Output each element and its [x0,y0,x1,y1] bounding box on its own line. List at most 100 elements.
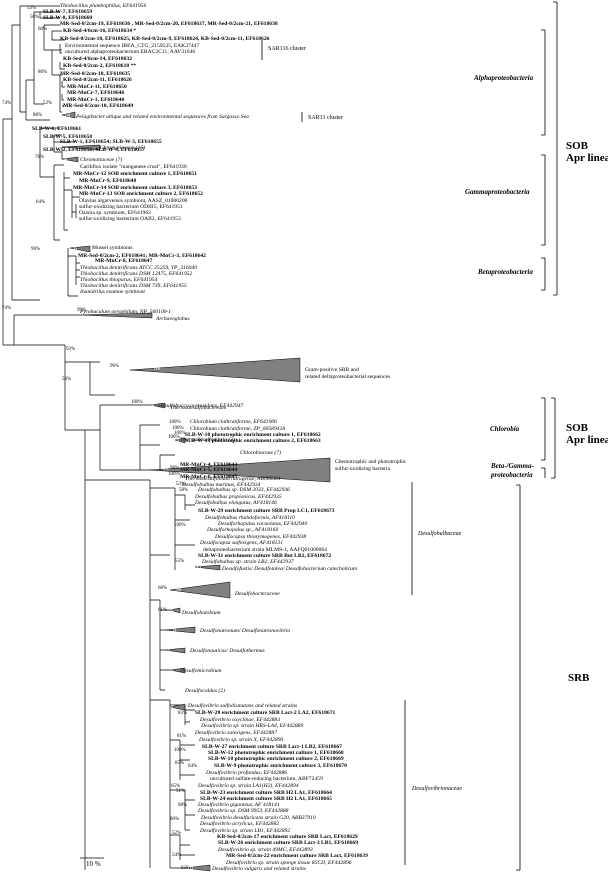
tip-label: SLB-W-6, EF618661 [32,126,82,132]
tip-label: MR-Sed-0/2cm-10, EF618649 [63,103,134,109]
tip-label: Chlorobiaceae (7) [240,450,281,456]
collapsed-count: 4 [64,157,67,163]
tip-label: KB-Sed-4/6cm-16, EF618634 * [63,28,137,34]
bootstrap-value: 56% [62,377,72,382]
tip-label: KB-Sed-0/2cm-2, EF618618 ** [63,63,137,69]
bootstrap-value: 80% [170,817,180,822]
bootstrap-value: 88% [33,113,43,118]
sar11-label: SAR11 cluster [308,115,343,121]
tip-label: Thiobacillus denitrificans ATCC 25259, Y… [80,265,198,271]
tip-label: SLB-W-28 enrichment culture SRB Lact-2 L… [195,710,336,716]
tip-label: Desulfovibrio sp. strain X, EF442890 [199,737,284,743]
tip-label: SLB-W-13 phototrophic enrichment culture… [185,438,321,444]
tip-label: SLB-W-9 phototrophic enrichment culture … [214,763,347,769]
bootstrap-value: 98% [170,466,180,471]
tip-label: KB-Sed-0/2cm-11, EF618626 [63,77,132,83]
tip-label: Desulfobulbus sp. DSM 2033, EF442936 [198,487,290,493]
tip-label: Desulfonauticus/ Desulfothermus [190,648,265,654]
collapsed-count: 6 [74,246,77,252]
bootstrap-value: 58% [179,488,189,493]
tip-label: SLB-W-10 phototrophic enrichment culture… [185,432,321,438]
tip-label: Thiobacillus thioparus, EF641954 [80,277,158,283]
tip-label: Desulforhopalus sp., AF418160 [207,527,279,533]
beta-label: Betaproteobacteria [478,268,533,276]
tip-label: MR-MnCr-7, EF618646 [67,90,125,96]
tip-label: Desulfovibrio profundus, EF442886 [206,770,288,776]
tip-label: Desulfonatronum/ Desulfonatronovibrio [200,628,291,634]
clade-thermodesulfobacterium [149,402,166,409]
betagamma-label-2: proteobacteria [491,471,533,479]
tip-label: SLB-W-7, EF618659 [43,9,93,15]
tip-label: Pelagibacter ubique and related environm… [76,114,249,120]
tip-label: Environmental sequence IBEA_CTG_2159535,… [65,43,200,49]
tip-label: Desulfovibrio giganteus, AF 418141 [198,802,280,808]
tip-label: Thermodesulfobium narugense, AB080361 [185,476,281,482]
tip-label: MR-MnCr-4, EF618643 [180,462,238,468]
tip-label: Desulfocaldus (2) [185,688,225,694]
bootstrap-value: 100% [174,431,186,436]
bootstrap-value: 50% [30,15,40,20]
clade-desulfomicrobium [169,667,186,674]
clade-desulfofustis [194,564,221,571]
tip-label: Thiobacillus plumbophilus, EF641956 [60,3,147,9]
chlorobia-label: Chlorobia [490,425,520,433]
tip-label: Desulfovibrio sp. strain 49MC, EF442893 [218,847,313,853]
tip-label: Desulfobulbus sp. strain LB2, EF442937 [202,559,294,565]
bootstrap-value: 80% [38,70,48,75]
bootstrap-value: 65% [171,784,181,789]
tip-label: SLB-W-18 phototrophic enrichment culture… [208,756,344,762]
bootstrap-value: 63% [181,866,191,871]
tip-label: Desulfobacca acetoxidans, EF442947 [158,403,244,409]
tip-label: MR-MnCr-13 SOB enrichment culture 2, EF6… [79,191,203,197]
sob1-line2: Apr lineage I [566,152,608,164]
gamma-label: Gammaproteobacteria [465,188,530,196]
tip-label: Caribflux isolate "manganese crust", EF6… [80,164,187,170]
bracket-alpha [541,29,546,136]
tip-label: Desulfohalobium [182,610,221,616]
collapsed-count: 4 [170,705,173,711]
bootstrap-value: 100% [131,400,143,405]
tip-label: Chlorobium clathratiforme, EF641906 [190,419,277,425]
tip-label: SLB-W-26 enrichment culture SRB Lact-3 L… [218,840,358,846]
bootstrap-value: 55% [175,559,185,564]
tip-label: Thermodesulfovibrio (3) [180,437,235,443]
clade-desulfobacteraceae [169,581,231,599]
tip-label: Desulfobulbus marinus, EF442934 [182,482,261,488]
tip-label: Desulfovibrio sp. DSM 9953, EF442888 [198,808,289,814]
sob2-line2: Apr lineage II [566,434,608,446]
tip-label: Desulfovibrio sp. strain HRS-LA4, EF4428… [201,723,304,729]
tip-label: MR-MnCr-8, EF618647 [95,258,153,264]
desulfovibrionaceae-label: Desulfovibrionaceae [412,786,462,792]
tip-label: Gram-positive SRB and [305,367,359,373]
tip-label: Desulfobulbus rhabdoformis, AF418110 [205,515,295,521]
bootstrap-value: 96% [31,247,41,252]
bootstrap-value: 52% [43,101,53,106]
tip-label: Chromatiaceae (15) [100,145,145,151]
tip-label: sulfur-oxidizing bacterium OAII2, EF6419… [79,216,181,222]
tip-label: MR-Sed-0/2cm-19, EF618636 , MR-Sed-0/2cm… [60,21,278,27]
tip-label: Desulfocapsa thiozymogenes, EF442938 [215,534,307,540]
collapsed-count: 3 [170,608,173,614]
clade-desulfonatronum [164,626,196,634]
tip-label: MR-MnCr-9, EF618648 [79,178,137,184]
collapsed-count: 3 [176,438,179,444]
tip-label: Chromatiaceae (7) [80,157,123,163]
clade-sulfodismutans [169,703,186,711]
betagamma-label-1: Beta-/Gamma- [491,462,534,470]
tip-label: Desulfobulbus elongatus, AF418146 [195,500,277,506]
tip-label: Desulfomicrobium [180,668,222,674]
tip-label: Desulfovibrio sulfodismutans and related… [188,703,298,709]
tip-label: Desulfovibrio acrylicus, EF442882 [200,821,280,827]
clade-vulgaris [184,864,211,872]
tip-label: Desulfofustis/ Desulfotalea/ Desulfobact… [222,566,358,572]
bootstrap-value: 96% [110,364,120,369]
tip-label: Desulfovibrio sp. strain LB1, EF442892 [200,828,291,834]
tip-label: Desulfovibrio sp. strain LA1(H2), EF4428… [198,783,299,789]
tip-label: Olavius algarvensis symbiont, AASZ_01000… [79,198,188,204]
clade-gram-positive-srb [129,357,301,383]
tip-label: Desulforhopalus vacuolatus, EF442940 [218,521,308,527]
tip-label: Thiobacillus denitrificans DSM 12475, EF… [80,271,193,277]
